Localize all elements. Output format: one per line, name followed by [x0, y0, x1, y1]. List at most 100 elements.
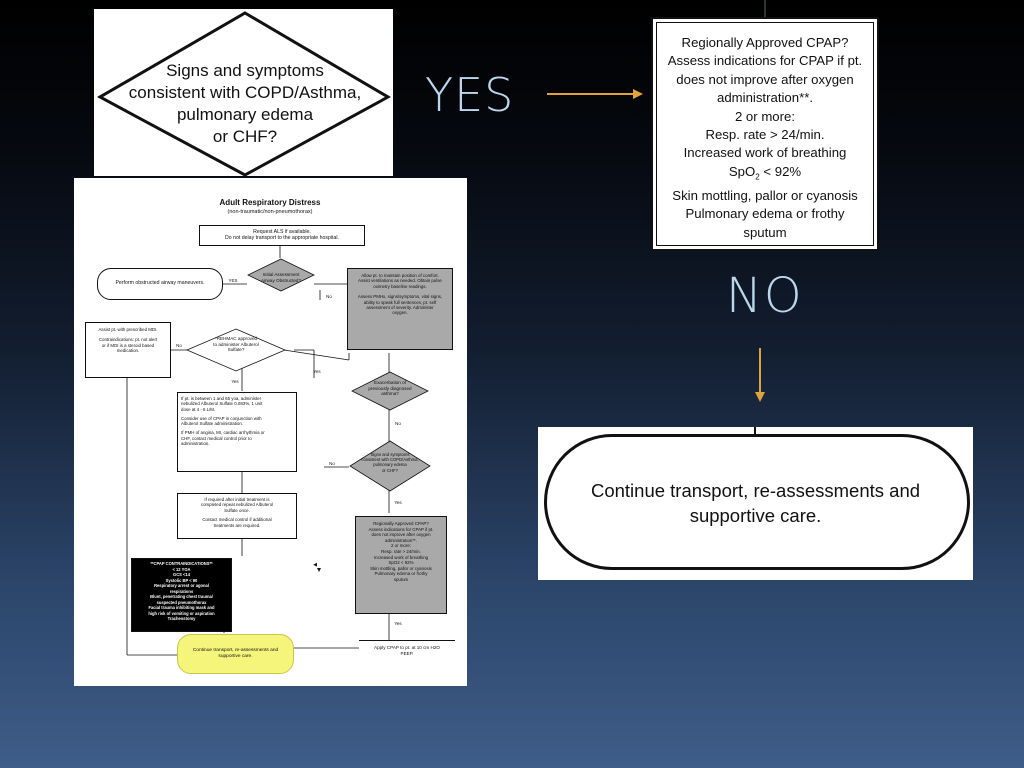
exacerbation-diamond — [351, 371, 429, 411]
fc-line: to administer Albuterol — [213, 341, 259, 347]
fc-line: SpO2 < 92% — [388, 560, 414, 566]
fc-line: Contraindications: pt. not alert — [98, 337, 158, 343]
fc-line: treatments are required. — [213, 522, 261, 528]
repeat-albuterol-box: If required after initial treatment is c… — [177, 493, 297, 539]
contra-arrow-glyph: ◀ — [313, 562, 317, 568]
fc-line: Tracheostomy — [167, 616, 196, 621]
flowchart-title: Adult Respiratory Distress — [219, 198, 321, 207]
cpap-grey-box: Regionally Approved CPAP? Assess indicat… — [355, 516, 447, 614]
cpap-connector-top — [764, 0, 766, 18]
fc-line: Skin mottling, pallor or cyanosis — [370, 565, 432, 571]
fc-line: Assist ventilations as needed. Obtain pu… — [358, 278, 442, 284]
fc-line: Apply CPAP to pt. at 10 cm H2O — [374, 645, 440, 650]
fc-line: Albuterol Sulfate administration. — [181, 421, 243, 427]
decision-line: consistent with COPD/Asthma, — [128, 83, 362, 102]
fc-line: Allow pt. to maintain position of comfor… — [361, 273, 439, 278]
rehmac-yes-label: Yes — [231, 379, 239, 384]
fc-line: does not improve after oxygen — [371, 532, 431, 538]
fc-line: previously diagnosed — [368, 385, 412, 391]
continue-connector — [754, 427, 756, 435]
fc-line: Initial Assessment — [262, 272, 300, 277]
fc-line: administration**. — [385, 537, 417, 543]
fc-line: Facial trauma inhibiting mask and — [148, 605, 215, 610]
decision-line: or CHF? — [212, 127, 278, 146]
rehmac-no-label: No — [176, 343, 182, 348]
fc-line: If pt. is between 1 and 65 yoa, administ… — [181, 396, 262, 401]
fc-line: Sulfate once. — [224, 507, 250, 513]
fc-line: supportive care. — [218, 654, 253, 659]
fc-line: or CHF? — [382, 467, 398, 473]
cpap-criteria-text: Regionally Approved CPAP? Assess indicat… — [657, 34, 873, 242]
fc-line: oxygen. — [392, 310, 408, 316]
decision-text: Signs and symptoms consistent with COPD/… — [114, 60, 376, 148]
fc-line: Systolic BP < 90 — [165, 577, 198, 583]
fc-line: GCS <14 — [173, 572, 190, 577]
cpap-line: Resp. rate > 24/min. — [705, 127, 825, 143]
cpap-contraindications-box: **CPAP CONTRAINDICATIONS** < 12 YOA GCS … — [131, 558, 232, 632]
cpap-line: administration**. — [716, 90, 814, 106]
albuterol-box: If pt. is between 1 and 65 yoa, administ… — [177, 392, 297, 472]
fc-line: dose at 4 - 6 L/M. — [181, 406, 216, 412]
cpap-criteria-box: Regionally Approved CPAP? Assess indicat… — [651, 17, 879, 251]
cpap-line: Regionally Approved CPAP? — [681, 35, 849, 50]
fc-line: Continue transport, re-assessments and — [192, 648, 279, 653]
decision-line: pulmonary edema — [176, 105, 314, 124]
cpap-line: Increased work of breathing — [683, 145, 847, 161]
fc-line: pulmonary edema — [373, 462, 407, 468]
obstructed-yes-label: YES — [228, 278, 238, 283]
continue-image-panel: Continue transport, re-assessments and s… — [538, 427, 973, 580]
fc-line: medication. — [116, 348, 140, 354]
fc-line: oximetry baseline readings. — [373, 283, 427, 289]
fc-line: nebulized Albuterol Sulfate 0.083%, 1 un… — [181, 401, 263, 407]
obstructed-no-label: No — [326, 294, 332, 299]
obstructed-text: Initial Assessment Airway Obstructed? — [254, 272, 308, 283]
fc-line: Assess PMHx, signs/symptoms, vital signs… — [357, 294, 443, 300]
fc-line: Resp. rate > 24/min. — [381, 548, 421, 554]
signs-diamond — [349, 440, 431, 492]
fc-line: **CPAP CONTRAINDICATIONS** — [150, 561, 213, 566]
fc-line: Consider use of CPAP in conjunction with — [181, 415, 262, 421]
fc-line: asthma? — [381, 391, 399, 397]
fc-line: PEEP. — [400, 650, 414, 656]
fc-line: assessment of severity. Administer — [366, 305, 434, 311]
rehmac-text: *REHMAC approved to administer Albuterol… — [206, 336, 266, 353]
continue-text: Continue transport, re-assessments and s… — [548, 478, 963, 528]
apply-cpap-box: Apply CPAP to pt. at 10 cm H2O PEEP. — [359, 640, 455, 664]
fc-line: If required after initial treatment is — [204, 497, 270, 502]
exacerbation-text: Exacerbation of previously diagnosed ast… — [363, 380, 417, 397]
fc-line: consistent with COPD/Asthma, — [361, 457, 419, 463]
fc-line: sputum — [393, 576, 409, 582]
cpap-line: Assess indications for CPAP if pt. — [667, 53, 863, 69]
fc-line: Pulmonary edema or frothy — [374, 571, 428, 577]
fc-line: completed repeat nebulized Albuterol — [200, 502, 274, 508]
decision-diamond-shape — [96, 11, 392, 176]
fc-line: Do not delay transport to the appropriat… — [225, 235, 339, 242]
fc-line: administration. — [181, 441, 210, 447]
allow-position-box: Allow pt. to maintain position of comfor… — [347, 268, 453, 350]
flowchart-image-panel: Adult Respiratory Distress (non-traumati… — [74, 178, 467, 686]
cpap-yes-label: Yes — [394, 621, 402, 626]
flowchart-subtitle: (non-traumatic/non-pneumothorax) — [227, 209, 313, 215]
fc-line: Regionally Approved CPAP? — [373, 521, 429, 526]
fc-line: Assist pt. with prescribed MDI. — [98, 327, 158, 332]
signs-yes-label: Yes — [394, 500, 402, 505]
cpap-line-spo2: SpO2 < 92% — [657, 163, 873, 187]
rehmac-diamond — [186, 328, 286, 372]
fc-line: Sulfate? — [227, 347, 245, 353]
spo2-value: < 92% — [759, 163, 802, 179]
fc-line: < 12 YOA — [172, 566, 191, 572]
fc-line: Exacerbation of — [374, 380, 406, 385]
decision-image-panel: Signs and symptoms consistent with COPD/… — [94, 9, 393, 176]
allow-yes-label: Yes — [313, 369, 321, 374]
fc-line: Contact medical control if additional — [202, 517, 272, 523]
fc-line: respirations — [169, 588, 194, 594]
fc-line: Blunt, penetrating chest trauma/ — [150, 594, 213, 599]
fc-line: Respiratory arrest or agonal — [154, 583, 209, 588]
cpap-line: Skin mottling, pallor or cyanosis — [672, 187, 858, 203]
fc-line: Request ALS if available. — [253, 229, 311, 235]
fc-line: If PMH of angina, MI, cardiac arrhythmia… — [181, 430, 265, 436]
yes-arrow — [547, 89, 643, 99]
signs-text: Signs and symptoms consistent with COPD/… — [356, 452, 424, 473]
fc-line: Assess indications for CPAP if pt. — [368, 526, 434, 532]
fc-line: Airway Obstructed? — [260, 277, 302, 283]
